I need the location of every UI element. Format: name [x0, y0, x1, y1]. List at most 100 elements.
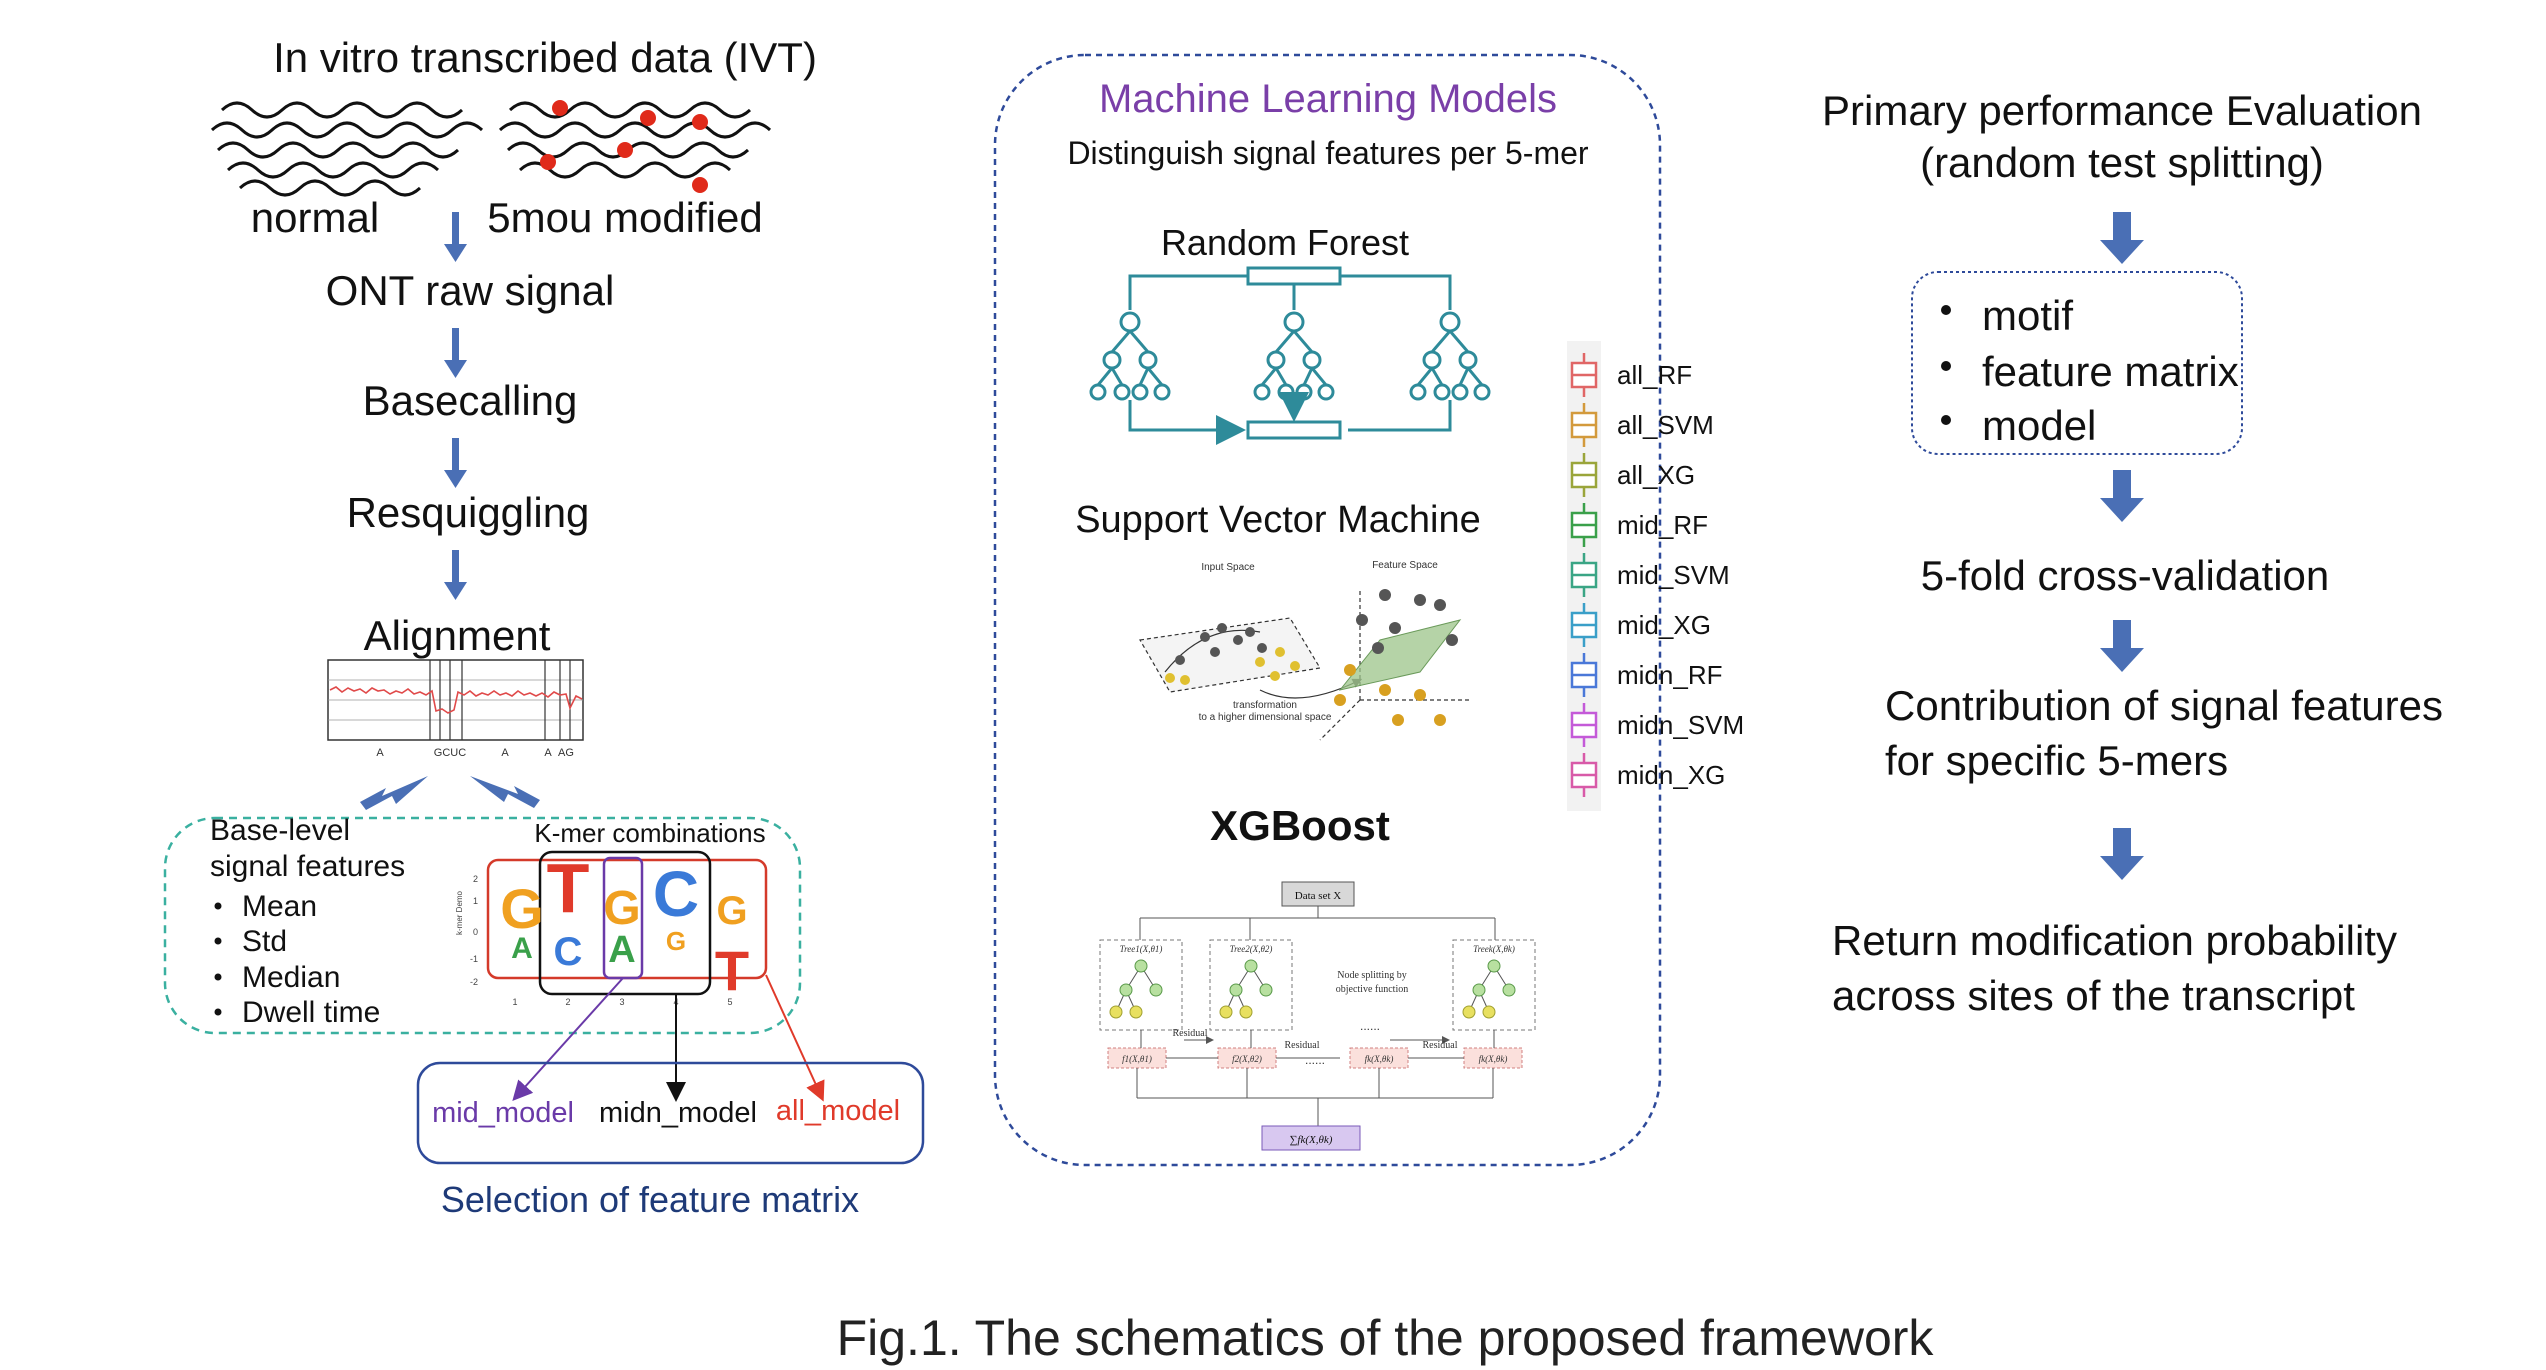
alignment-base-label: AG	[558, 747, 574, 759]
kmer-letter: C	[653, 858, 699, 930]
xgb-leaf-label: f1(X,θ1)	[1122, 1054, 1152, 1064]
normal-rna-strands-icon	[210, 101, 484, 197]
modified-rna-strands-icon	[498, 100, 772, 193]
evaluation-subtitle: (random test splitting)	[1920, 139, 2324, 186]
midn-model-label: midn_model	[599, 1097, 757, 1129]
base-features-title: signal features	[210, 850, 405, 883]
kmer-letter: A	[608, 929, 635, 971]
step-modification-probability: across sites of the transcript	[1832, 972, 2355, 1019]
xgb-split-note: objective function	[1336, 984, 1408, 995]
legend-swatch	[1570, 553, 1598, 597]
svm-transform-label: to a higher dimensional space	[1199, 712, 1332, 723]
ml-panel-subtitle: Distinguish signal features per 5-mer	[1067, 135, 1588, 171]
legend-label: mid_SVM	[1617, 560, 1730, 590]
legend-label: all_SVM	[1617, 410, 1714, 440]
kmer-letter: T	[715, 939, 749, 1002]
legend-swatch	[1570, 753, 1598, 797]
feature-item-mean: Mean	[242, 890, 317, 923]
model-legend: all_RFall_SVMall_XGmid_RFmid_SVMmid_XGmi…	[1567, 341, 1744, 811]
legend-swatch	[1570, 653, 1598, 697]
kmer-axis-label: k-mer Demo	[455, 890, 464, 935]
xgboost-diagram-icon: Data set X Tree1(X,θ1) Tree2(X,θ2) Treek…	[1099, 881, 1536, 1151]
alignment-base-label: A	[501, 747, 509, 759]
alignment-signal-plot: A GCUC A A AG	[327, 659, 584, 759]
left-pipeline: In vitro transcribed data (IVT)	[163, 34, 925, 1220]
ml-panel-title: Machine Learning Models	[1099, 77, 1557, 121]
random-forest-title: Random Forest	[1161, 222, 1409, 263]
criteria-item-motif: motif	[1982, 292, 2073, 339]
down-arrow-icon	[2100, 212, 2144, 880]
svm-feature-space-label: Feature Space	[1372, 560, 1438, 571]
legend-label: midn_XG	[1617, 760, 1725, 790]
kmer-x-tick: 2	[565, 997, 570, 1007]
xgb-residual-label: Residual	[1173, 1028, 1208, 1039]
kmer-x-tick: 1	[512, 997, 517, 1007]
random-forest-diagram-icon	[1089, 266, 1491, 445]
legend-swatch	[1570, 453, 1598, 497]
step-feature-contribution: for specific 5-mers	[1885, 737, 2228, 784]
step-modification-probability: Return modification probability	[1832, 917, 2397, 964]
kmer-letter: G	[500, 877, 544, 940]
all-model-arrow	[765, 974, 825, 1102]
normal-label: normal	[251, 194, 379, 241]
ml-models-panel: Machine Learning Models Distinguish sign…	[993, 53, 1662, 1167]
kmer-y-tick: 2	[473, 874, 478, 884]
xgb-residual-label: Residual	[1423, 1040, 1458, 1051]
split-arrow-icon	[360, 776, 540, 810]
legend-label: mid_XG	[1617, 610, 1711, 640]
legend-swatch	[1570, 603, 1598, 647]
alignment-base-label: GCUC	[434, 747, 466, 759]
down-arrow-icon	[444, 212, 467, 600]
kmer-letter: T	[547, 849, 590, 927]
feature-item-std: Std	[242, 925, 287, 958]
xgb-leaf-label: fk(X,θk)	[1365, 1054, 1394, 1064]
kmer-x-tick: 3	[619, 997, 624, 1007]
ivt-title: In vitro transcribed data (IVT)	[273, 34, 817, 81]
ml-panel-border	[993, 53, 1662, 1167]
step-feature-contribution: Contribution of signal features	[1885, 682, 2443, 729]
feature-item-median: Median	[242, 961, 340, 994]
evaluation-criteria-box	[1911, 271, 2243, 455]
feature-matrix-caption: Selection of feature matrix	[441, 1179, 859, 1220]
kmer-y-tick: 1	[473, 896, 478, 906]
svg-text:......: ......	[1360, 1019, 1380, 1033]
xgboost-title: XGBoost	[1210, 802, 1390, 849]
legend-swatch	[1570, 703, 1598, 747]
figure-caption: Fig.1. The schematics of the proposed fr…	[837, 1310, 1935, 1366]
xgb-residual-label: Residual	[1285, 1040, 1320, 1051]
kmer-letter: C	[554, 930, 583, 974]
svm-title: Support Vector Machine	[1075, 499, 1481, 541]
legend-label: mid_RF	[1617, 510, 1708, 540]
kmer-y-tick: -2	[470, 977, 478, 987]
legend-swatch	[1570, 403, 1598, 447]
feature-extraction-box	[163, 816, 802, 1035]
xgb-leaf-label: f2(X,θ2)	[1232, 1054, 1262, 1064]
xgb-tree-label: Tree1(X,θ1)	[1120, 944, 1163, 954]
legend-label: all_XG	[1617, 460, 1695, 490]
base-features-title: Base-level	[210, 814, 350, 847]
modified-label: 5mou modified	[487, 194, 762, 241]
kmer-letter: G	[603, 882, 640, 935]
kmer-y-tick: 0	[473, 927, 478, 937]
criteria-item-model: model	[1982, 402, 2096, 449]
kmer-letter: G	[716, 889, 747, 933]
alignment-base-label: A	[376, 747, 384, 759]
right-pipeline: Primary performance Evaluation (random t…	[1822, 87, 2443, 1019]
evaluation-title: Primary performance Evaluation	[1822, 87, 2422, 134]
kmer-logo: K-mer combinations k-mer Demo 2 1 0 -1 -…	[455, 818, 768, 1007]
step-basecalling: Basecalling	[363, 377, 578, 424]
kmer-title: K-mer combinations	[534, 818, 765, 848]
legend-swatch	[1570, 353, 1598, 397]
xgb-leaf-label: fk(X,θk)	[1479, 1054, 1508, 1064]
step-cross-validation: 5-fold cross-validation	[1921, 552, 2330, 599]
kmer-letter: G	[666, 926, 686, 956]
step-ont-raw-signal: ONT raw signal	[326, 267, 615, 314]
step-resquiggling: Resquiggling	[347, 489, 590, 536]
legend-label: midn_SVM	[1617, 710, 1744, 740]
mid-model-label: mid_model	[432, 1097, 574, 1129]
xgb-tree-label: Tree2(X,θ2)	[1230, 944, 1273, 954]
step-alignment: Alignment	[364, 612, 551, 659]
kmer-x-tick: 5	[727, 997, 732, 1007]
svg-text:......: ......	[1305, 1053, 1325, 1067]
legend-swatch	[1570, 503, 1598, 547]
